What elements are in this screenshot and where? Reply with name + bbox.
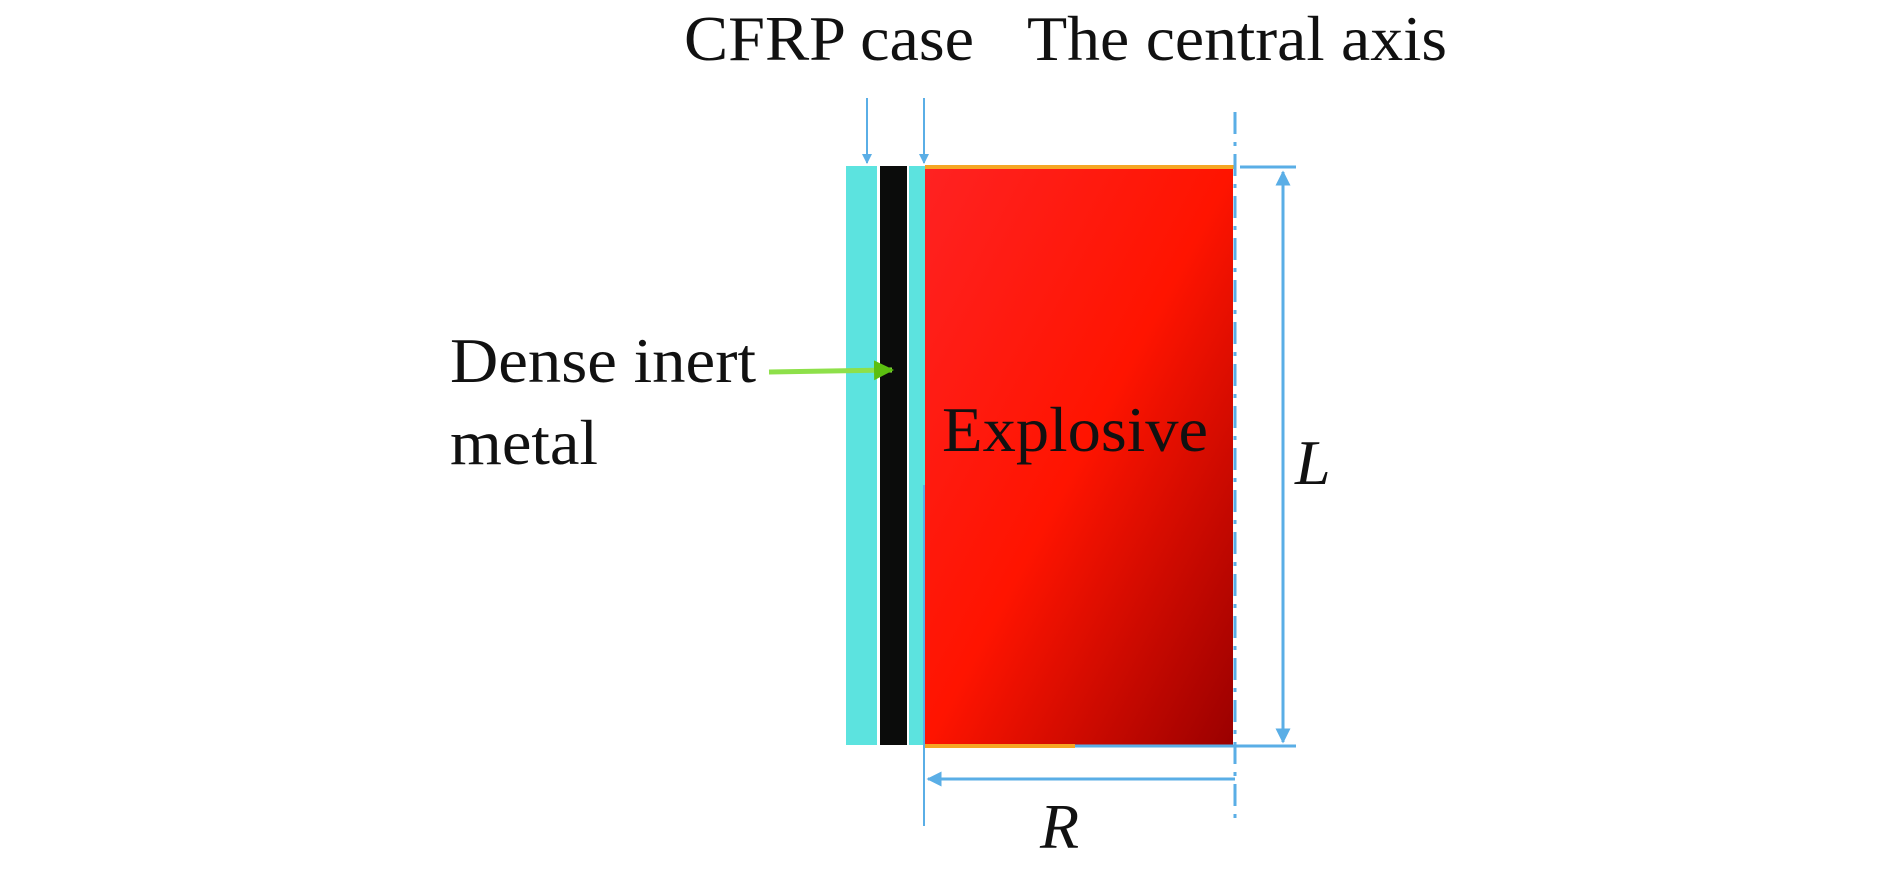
cfrp-inner-layer [909,166,925,745]
explosive-region [925,166,1233,746]
dense-inert-label-line1: Dense inert [450,325,756,396]
radius-label: R [1039,791,1079,862]
central-axis-label: The central axis [1027,3,1447,74]
dense-inert-metal-layer [880,166,907,745]
dense-metal-arrow [768,360,894,381]
explosive-label: Explosive [942,394,1208,465]
cfrp-outer-layer [846,166,877,745]
cfrp-case-label: CFRP case [684,3,974,74]
dense-inert-label-line2: metal [450,407,598,478]
length-label: L [1294,427,1331,498]
